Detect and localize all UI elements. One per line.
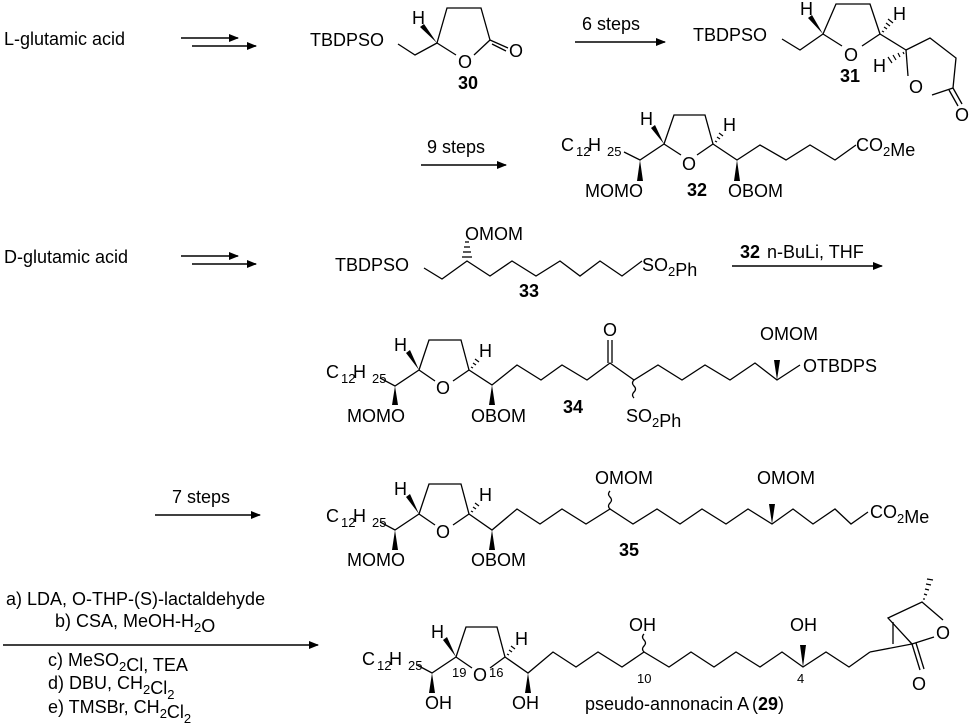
start-l-glutamic-acid: L-glutamic acid bbox=[4, 29, 125, 49]
svg-text:25: 25 bbox=[408, 658, 422, 673]
arrow-label-6-steps: 6 steps bbox=[582, 14, 640, 34]
locant-16: 16 bbox=[489, 665, 503, 680]
svg-text:): ) bbox=[778, 694, 784, 714]
svg-text:12: 12 bbox=[341, 515, 355, 530]
compound-number-30: 30 bbox=[458, 73, 478, 93]
svg-text:H: H bbox=[515, 629, 528, 649]
compound-number-31: 31 bbox=[840, 66, 860, 86]
compound-31: TBDPSO H O H O O H 31 bbox=[693, 0, 969, 125]
svg-text:H: H bbox=[479, 341, 492, 361]
svg-text:CO2Me: CO2Me bbox=[856, 135, 915, 160]
svg-text:MOMO: MOMO bbox=[347, 406, 405, 426]
svg-text:OMOM: OMOM bbox=[465, 224, 523, 244]
svg-text:H: H bbox=[412, 8, 425, 28]
svg-text:OMOM: OMOM bbox=[757, 468, 815, 488]
svg-text:O: O bbox=[458, 52, 472, 72]
svg-text:O: O bbox=[603, 320, 617, 340]
compound-33: TBDPSO OMOM SO2Ph 33 bbox=[335, 224, 697, 301]
svg-text:H: H bbox=[723, 115, 736, 135]
svg-text:SO2Ph: SO2Ph bbox=[642, 255, 697, 280]
svg-text:SO2Ph: SO2Ph bbox=[626, 406, 681, 431]
svg-text:(: ( bbox=[752, 694, 758, 714]
svg-text:25: 25 bbox=[372, 515, 386, 530]
condition-b: b) CSA, MeOH-H2O bbox=[55, 611, 215, 636]
locant-19: 19 bbox=[452, 665, 466, 680]
svg-text:O: O bbox=[436, 378, 450, 398]
svg-text:O: O bbox=[682, 154, 696, 174]
svg-text:O: O bbox=[509, 41, 523, 61]
svg-text:12: 12 bbox=[576, 144, 590, 159]
svg-text:OBOM: OBOM bbox=[471, 550, 526, 570]
compound-number-34: 34 bbox=[563, 397, 583, 417]
condition-c: c) MeSO2Cl, TEA bbox=[48, 650, 188, 675]
svg-text:OH: OH bbox=[425, 693, 452, 713]
arrow-reagent-compound-32: 32 bbox=[740, 242, 760, 262]
svg-text:25: 25 bbox=[607, 144, 621, 159]
svg-text:MOMO: MOMO bbox=[585, 181, 643, 201]
condition-a: a) LDA, O-THP-(S)-lactaldehyde bbox=[6, 589, 265, 609]
svg-text:H: H bbox=[640, 109, 653, 129]
compound-number-32: 32 bbox=[687, 180, 707, 200]
svg-text:OBOM: OBOM bbox=[471, 406, 526, 426]
arrow-label-nbuli-thf: n-BuLi, THF bbox=[767, 242, 864, 262]
svg-text:O: O bbox=[436, 522, 450, 542]
svg-text:OTBDPS: OTBDPS bbox=[803, 356, 877, 376]
locant-4: 4 bbox=[797, 671, 804, 686]
svg-text:O: O bbox=[473, 665, 487, 685]
svg-text:TBDPSO: TBDPSO bbox=[310, 30, 384, 50]
svg-text:CO2Me: CO2Me bbox=[870, 502, 929, 527]
svg-text:H: H bbox=[394, 335, 407, 355]
double-arrow-2 bbox=[181, 252, 257, 268]
svg-text:O: O bbox=[909, 77, 923, 97]
double-arrow-1 bbox=[181, 34, 257, 50]
svg-text:TBDPSO: TBDPSO bbox=[693, 25, 767, 45]
condition-e: e) TMSBr, CH2Cl2 bbox=[48, 697, 191, 725]
arrow-label-9-steps: 9 steps bbox=[427, 137, 485, 157]
compound-number-35: 35 bbox=[619, 540, 639, 560]
svg-text:H: H bbox=[394, 479, 407, 499]
compound-30: TBDPSO H O O 30 bbox=[310, 7, 523, 93]
final-conditions: a) LDA, O-THP-(S)-lactaldehyde b) CSA, M… bbox=[3, 589, 319, 725]
svg-text:O: O bbox=[936, 623, 950, 643]
svg-text:OMOM: OMOM bbox=[760, 324, 818, 344]
compound-34: CH 12 25 MOMO H H O H OBOM O SO2Ph OMOM … bbox=[326, 320, 877, 431]
svg-text:OMOM: OMOM bbox=[595, 468, 653, 488]
svg-text:OBOM: OBOM bbox=[728, 181, 783, 201]
svg-text:MOMO: MOMO bbox=[347, 550, 405, 570]
svg-text:H: H bbox=[479, 485, 492, 505]
svg-text:H: H bbox=[800, 0, 813, 19]
svg-text:25: 25 bbox=[372, 371, 386, 386]
compound-name-29: pseudo-annonacin A bbox=[585, 694, 749, 714]
arrow-label-7-steps: 7 steps bbox=[172, 487, 230, 507]
svg-text:O: O bbox=[912, 674, 926, 694]
compound-number-33: 33 bbox=[519, 281, 539, 301]
svg-text:O: O bbox=[844, 45, 858, 65]
svg-text:OH: OH bbox=[512, 693, 539, 713]
svg-text:12: 12 bbox=[341, 371, 355, 386]
svg-text:OH: OH bbox=[790, 615, 817, 635]
svg-text:12: 12 bbox=[377, 658, 391, 673]
svg-text:H: H bbox=[873, 56, 886, 76]
start-d-glutamic-acid: D-glutamic acid bbox=[4, 247, 128, 267]
locant-10: 10 bbox=[637, 671, 651, 686]
svg-text:CH: CH bbox=[362, 649, 402, 669]
svg-text:H: H bbox=[893, 4, 906, 24]
condition-d: d) DBU, CH2Cl2 bbox=[48, 673, 174, 702]
svg-text:OH: OH bbox=[629, 615, 656, 635]
svg-text:TBDPSO: TBDPSO bbox=[335, 255, 409, 275]
svg-text:O: O bbox=[955, 105, 969, 125]
compound-number-29: 29 bbox=[758, 694, 778, 714]
svg-text:H: H bbox=[431, 622, 444, 642]
